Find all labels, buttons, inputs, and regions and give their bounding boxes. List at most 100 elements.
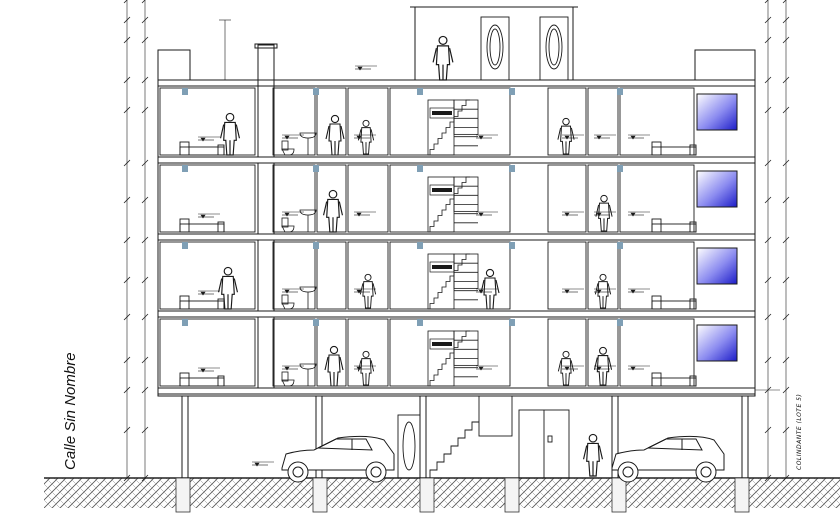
dimension-tick	[764, 276, 772, 284]
roof-access	[219, 16, 569, 81]
room-level-marker	[282, 134, 304, 140]
cars	[281, 435, 725, 483]
dimension-tick	[141, 106, 149, 114]
dimension-tick	[782, 159, 790, 167]
room-level-marker	[476, 211, 498, 217]
dimension-tick	[141, 356, 149, 364]
human-figure-icon	[557, 350, 575, 386]
room-outline	[389, 87, 511, 156]
human-figure-icon	[593, 346, 613, 386]
dimension-tick	[782, 76, 790, 84]
stair-sign	[429, 338, 455, 350]
room-outline	[347, 241, 389, 310]
room-outline	[547, 87, 587, 156]
room-level-marker	[198, 367, 220, 373]
window-icon	[696, 247, 738, 285]
dimension-tick	[123, 36, 131, 44]
room-level-marker	[628, 134, 650, 140]
human-figure-icon	[432, 35, 454, 81]
pipe-marker	[313, 242, 319, 249]
room-outline	[272, 241, 316, 310]
stair-icon	[427, 253, 479, 310]
dimension-tick	[141, 426, 149, 434]
sink-icon	[299, 132, 317, 155]
dimension-tick	[141, 159, 149, 167]
dimension-tick	[782, 36, 790, 44]
room-level-marker	[562, 365, 584, 371]
room-level-marker	[282, 365, 304, 371]
dimension-tick	[782, 356, 790, 364]
human-figure-icon	[324, 345, 344, 387]
room-outline	[347, 318, 389, 387]
street-name-label: Calle Sin Nombre	[62, 352, 79, 470]
room-outline	[587, 164, 619, 233]
room-outline	[272, 87, 316, 156]
room-outline	[316, 164, 347, 233]
pipe-marker	[617, 165, 623, 172]
pipe-marker	[509, 242, 515, 249]
floor-slab	[157, 387, 756, 395]
dimension-tick	[782, 474, 790, 482]
stair-icon	[427, 176, 479, 233]
bed-icon	[179, 295, 225, 310]
bed-icon	[179, 372, 225, 387]
dimension-tick	[782, 236, 790, 244]
neighbor-lot-label: COLINDANTE (LOTE 5)	[796, 393, 803, 470]
dimension-tick	[141, 386, 149, 394]
stair-icon	[427, 330, 479, 387]
floor-slab	[157, 156, 756, 164]
room-outline	[159, 241, 256, 310]
pipe-marker	[182, 165, 188, 172]
car-icon	[611, 435, 725, 483]
stair-sign-text	[432, 342, 452, 346]
room-outline	[347, 164, 389, 233]
pipe-marker	[313, 88, 319, 95]
toilet-icon	[281, 371, 295, 387]
room-outline	[547, 164, 587, 233]
pipe-marker	[509, 319, 515, 326]
dimension-tick	[782, 196, 790, 204]
pipe-marker	[417, 242, 423, 249]
foundations	[175, 477, 750, 513]
bed-icon	[179, 141, 225, 156]
dimension-tick	[764, 356, 772, 364]
dimension-tick	[764, 106, 772, 114]
dimension-tick	[141, 236, 149, 244]
toilet-icon	[281, 140, 295, 156]
human-figure-icon	[595, 194, 613, 232]
room-level-marker	[282, 288, 304, 294]
pipe-marker	[617, 242, 623, 249]
sink-icon	[299, 209, 317, 232]
dimension-tick	[123, 356, 131, 364]
bed-icon	[179, 218, 225, 233]
room-outline	[587, 87, 619, 156]
room-level-marker	[628, 365, 650, 371]
bed-icon	[651, 141, 697, 156]
room-level-marker	[198, 213, 220, 219]
floor-level	[157, 241, 756, 318]
room-level-marker	[252, 461, 274, 467]
room-outline	[547, 241, 587, 310]
room-level-marker	[562, 288, 584, 294]
dimension-tick	[764, 196, 772, 204]
pipe-marker	[417, 88, 423, 95]
room-level-marker	[628, 288, 650, 294]
room-outline	[389, 164, 511, 233]
dimension-tick	[123, 276, 131, 284]
dimension-tick	[782, 16, 790, 24]
dimension-tick	[764, 386, 772, 394]
dimension-ticks	[123, 0, 790, 482]
ground	[44, 477, 840, 508]
window-icon	[696, 93, 738, 131]
window-icon	[696, 324, 738, 362]
dimension-tick	[123, 16, 131, 24]
human-figure-icon	[357, 350, 375, 386]
pipe-marker	[417, 319, 423, 326]
room-outline	[272, 318, 316, 387]
room-outline	[587, 318, 619, 387]
room-level-marker	[562, 211, 584, 217]
dimension-tick	[141, 196, 149, 204]
human-figure-icon	[325, 114, 345, 156]
room-outline	[389, 318, 511, 387]
